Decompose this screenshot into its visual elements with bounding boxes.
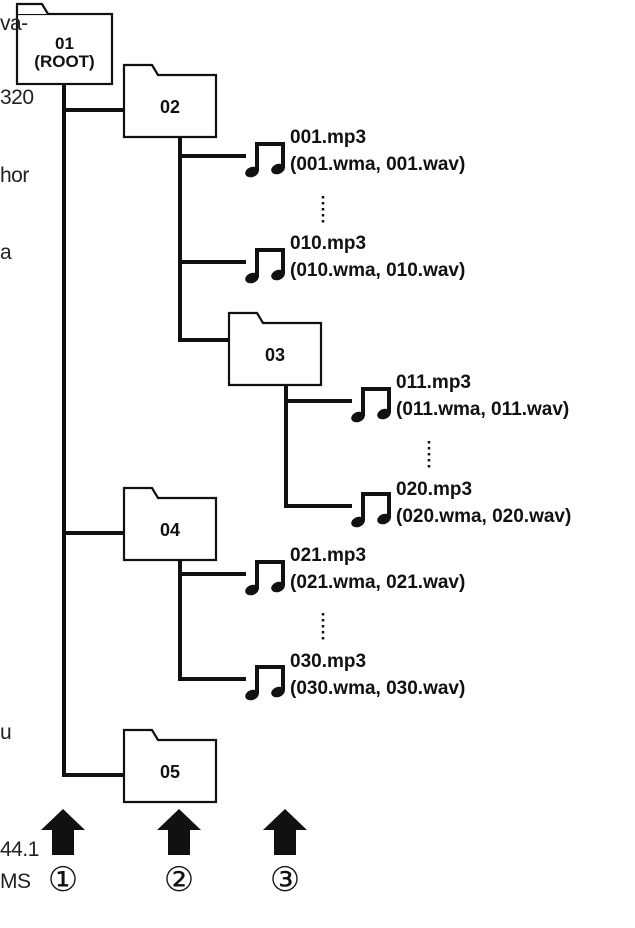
music-note-icon bbox=[350, 492, 393, 529]
file-entry-021: 021.mp3 (021.wma, 021.wav) bbox=[290, 542, 465, 596]
root-folder-number: 01 bbox=[55, 34, 74, 53]
side-text-fragment: va- bbox=[0, 12, 28, 35]
side-text-fragment: MS bbox=[0, 870, 31, 893]
tree-connectors bbox=[62, 80, 352, 777]
file-name: 011.mp3 bbox=[396, 372, 471, 393]
music-note-icon bbox=[244, 665, 287, 702]
root-folder-tag: (ROOT) bbox=[34, 52, 95, 71]
side-text-fragment: u bbox=[0, 721, 12, 744]
file-entry-010: 010.mp3 (010.wma, 010.wav) bbox=[290, 230, 465, 284]
music-note-icon bbox=[244, 248, 287, 285]
level-marker-2: ② bbox=[163, 860, 195, 900]
folder-label-05: 05 bbox=[159, 762, 181, 782]
file-entry-020: 020.mp3 (020.wma, 020.wav) bbox=[396, 476, 571, 530]
up-arrow-icon bbox=[41, 809, 85, 855]
folder-label-03: 03 bbox=[264, 345, 286, 365]
music-note-icon bbox=[350, 387, 393, 424]
ellipsis-dots bbox=[321, 196, 431, 643]
file-alt-names: (020.wma, 020.wav) bbox=[396, 506, 572, 527]
side-text-fragment: a bbox=[0, 241, 12, 264]
side-text-fragment: 44.1 bbox=[0, 838, 39, 861]
music-note-icon bbox=[244, 142, 287, 179]
file-alt-names: (021.wma, 021.wav) bbox=[290, 572, 466, 593]
file-entry-030: 030.mp3 (030.wma, 030.wav) bbox=[290, 648, 465, 702]
file-name: 001.mp3 bbox=[290, 127, 367, 148]
file-entry-011: 011.mp3 (011.wma, 011.wav) bbox=[396, 369, 569, 423]
root-folder-icon bbox=[15, 12, 114, 86]
side-text-fragment: hor bbox=[0, 164, 29, 187]
folder-label-04: 04 bbox=[159, 520, 181, 540]
level-marker-1: ① bbox=[47, 860, 79, 900]
music-note-icon bbox=[244, 560, 287, 597]
file-alt-names: (010.wma, 010.wav) bbox=[290, 260, 466, 281]
file-name: 010.mp3 bbox=[290, 233, 367, 254]
folder-label-02: 02 bbox=[159, 97, 181, 117]
file-name: 021.mp3 bbox=[290, 545, 367, 566]
file-alt-names: (030.wma, 030.wav) bbox=[290, 678, 466, 699]
file-entry-001: 001.mp3 (001.wma, 001.wav) bbox=[290, 124, 465, 178]
file-alt-names: (001.wma, 001.wav) bbox=[290, 154, 466, 175]
file-name: 020.mp3 bbox=[396, 479, 473, 500]
file-alt-names: (011.wma, 011.wav) bbox=[396, 399, 570, 420]
root-folder-tab bbox=[15, 2, 49, 15]
up-arrow-icon bbox=[263, 809, 307, 855]
file-name: 030.mp3 bbox=[290, 651, 367, 672]
root-folder-label: 01 (ROOT) bbox=[17, 35, 112, 71]
up-arrow-icon bbox=[157, 809, 201, 855]
side-text-fragment: 320 bbox=[0, 86, 34, 109]
level-marker-3: ③ bbox=[269, 860, 301, 900]
